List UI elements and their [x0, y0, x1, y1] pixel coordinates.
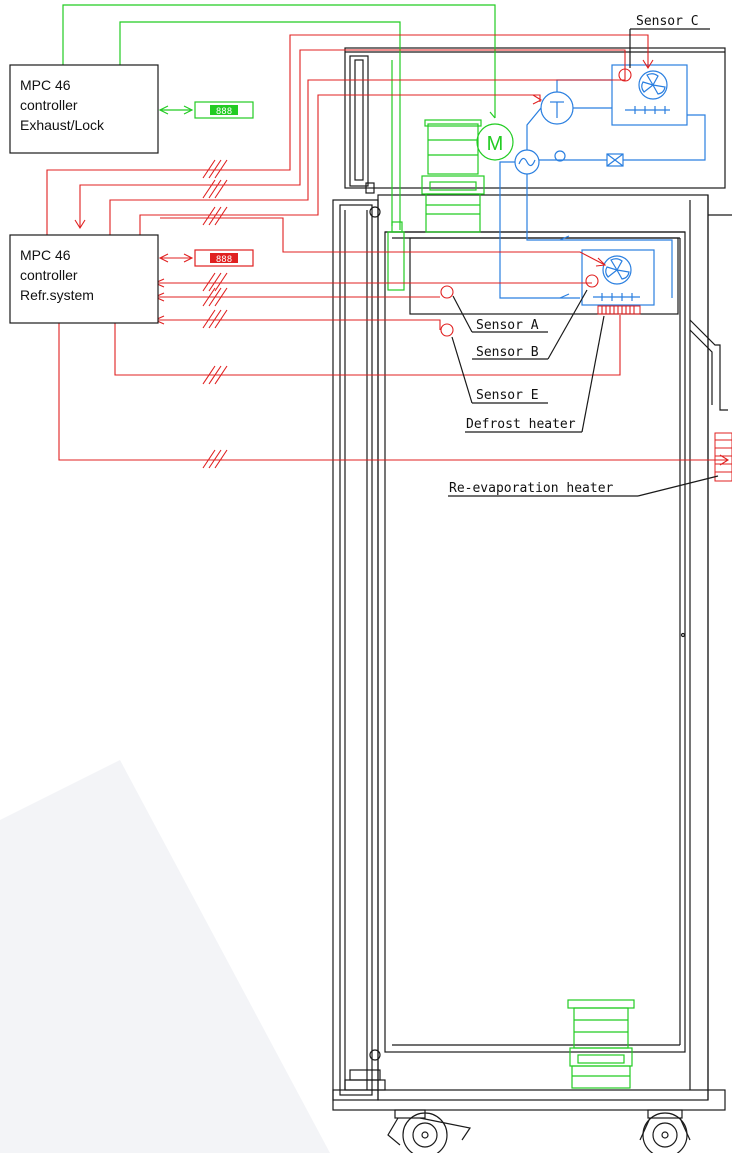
- sensor-b-marker: [585, 274, 599, 288]
- door-inner: [339, 204, 373, 1096]
- controller-top-line1: MPC 46: [20, 77, 71, 93]
- cabinet-body: [377, 194, 709, 1101]
- controller-bottom-line1: MPC 46: [20, 247, 71, 263]
- controller-top-line2: controller: [20, 97, 78, 113]
- exhaust-filter-top: [421, 119, 485, 233]
- door-lock: [387, 231, 405, 291]
- controller-refrigeration: MPC 46 controller Refr.system: [9, 234, 159, 324]
- exhaust-lock-wiring: [62, 4, 496, 291]
- evaporator-compartment: [409, 237, 679, 315]
- label-sensor-c: Sensor C: [636, 14, 699, 29]
- display-refrigeration: 888: [194, 249, 254, 267]
- defrost-heater-element: [597, 305, 641, 315]
- label-sensor-a: Sensor A: [476, 318, 539, 333]
- caster-right: [639, 1109, 691, 1153]
- controller-top-line3: Exhaust/Lock: [20, 117, 105, 133]
- cabinet: [332, 47, 732, 1111]
- refrigeration-wiring: [46, 34, 732, 482]
- controller-bottom-line3: Refr.system: [20, 287, 94, 303]
- display-exhaust-lock: 888: [194, 101, 254, 119]
- label-sensor-b: Sensor B: [476, 345, 539, 360]
- condenser-fan-icon: [638, 70, 668, 100]
- controller-exhaust-lock: MPC 46 controller Exhaust/Lock: [9, 64, 159, 154]
- sensor-c-marker: [618, 68, 632, 82]
- label-reevap-heater: Re-evaporation heater: [449, 481, 614, 496]
- label-sensor-e: Sensor E: [476, 388, 539, 403]
- caster-left: [387, 1109, 471, 1153]
- reevap-heater-element: [714, 432, 732, 482]
- controller-bottom-line2: controller: [20, 267, 78, 283]
- sensor-a-marker: [440, 285, 454, 299]
- exhaust-filter-bottom: [567, 999, 635, 1089]
- exhaust-motor: M: [476, 123, 514, 161]
- sensor-e-marker: [440, 323, 454, 337]
- refrigerant-circuit: [499, 64, 706, 306]
- fan-blades: [605, 73, 666, 280]
- display-bottom-text: 888: [216, 255, 232, 265]
- top-housing: [344, 47, 726, 189]
- annotations: Sensor C Sensor A Sensor B Sensor E Defr…: [448, 14, 719, 497]
- cabinet-base: [332, 1089, 726, 1111]
- evaporator-box: [581, 249, 655, 306]
- evaporator-fan-icon: [602, 255, 632, 285]
- label-defrost-heater: Defrost heater: [466, 417, 576, 432]
- motor-label: M: [487, 133, 504, 155]
- display-top-text: 888: [216, 107, 232, 117]
- background-shade: [0, 760, 330, 1153]
